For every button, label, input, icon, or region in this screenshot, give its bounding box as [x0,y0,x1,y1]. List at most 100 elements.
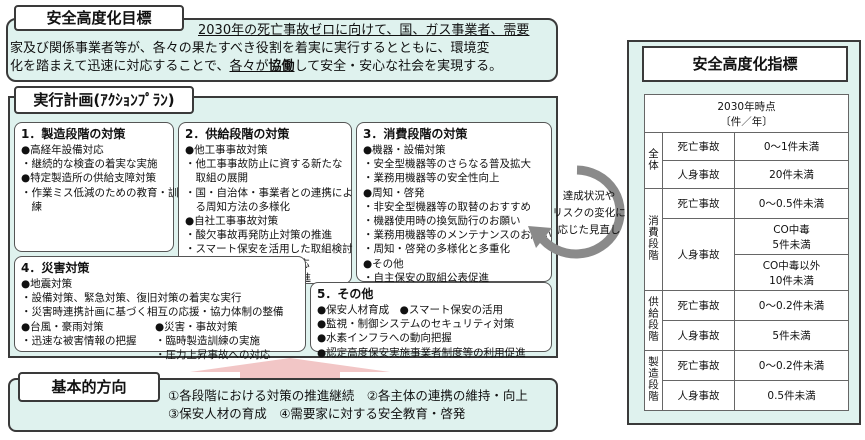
kind-cell: 人身事故 [662,160,735,189]
table-row: 人身事故 0.5件未満 [645,380,849,411]
list-item: ●台風・豪雨対策 [21,320,104,333]
list-item: ・他工事事故防止に資する新たな [185,158,343,171]
table-row: 人身事故 20件未満 [645,160,849,189]
list-item: ・圧力上昇事故への対応 [155,349,271,362]
value-cell: CO中毒以外 10件未満 [734,254,849,291]
value-cell: 0～1件未満 [734,132,849,161]
value-cell: 20件未満 [734,160,849,189]
list-item: ●水素インフラへの動向把握 [317,332,452,345]
list-item: ・災害時連携計画に基づく相互の応援・協力体制の整備 [21,306,284,319]
list-item: ●特定製造所の供給支障対策 [21,172,157,185]
cycle-line: 達成状況や [562,190,616,202]
basic-direction-line1: ①各段階における対策の推進継続 ②各主体の連携の維持・向上 [168,388,528,403]
goal-title: 安全高度化目標 [14,5,184,31]
table-row: 2030年時点 〔件／年〕 [644,94,849,133]
list-item: ・継続的な検査の着実な実施 [21,158,158,171]
review-cycle-arrow [528,165,625,259]
list-item: ●機器・設備対策 [363,144,446,156]
kind-cell: 人身事故 [662,218,735,291]
goal-line3d: して安全・安心な社会を実現する。 [294,59,503,74]
stage-cell: 消費段階 [644,188,663,291]
list-item: ・作業ミス低減のための教育・訓 [21,186,179,199]
card-manufacturing-title: 1．製造段階の対策 [21,127,126,141]
list-item: ・迅速な被害情報の把握 [21,334,137,347]
list-item: ・酸欠事故再発防止対策の推進 [185,229,332,242]
list-item: 練 [21,200,42,213]
value-cell: 0.5件未満 [734,380,849,411]
stage-cell: 製造段階 [644,350,663,411]
goal-text-line1: 2030年の死亡事故ゼロに向けて、国、ガス事業者、需要 [198,22,529,40]
stage-all: 全体 [647,147,659,171]
card-other-title: 5．その他 [317,287,374,301]
kind-cell: 人身事故 [662,380,735,411]
kind-cell: 死亡事故 [662,350,735,381]
up-arrow [190,358,390,380]
table-row: 全体 死亡事故 0～1件未満 [644,132,849,189]
card-consumer-title: 3．消費段階の対策 [363,127,468,141]
stage-consumer: 消費段階 [647,215,659,261]
card-other: 5．その他 ●保安人材育成 ●スマート保安の活用 ●監視・制御システムのセキュリ… [310,282,552,359]
card-manufacturing: 1．製造段階の対策 ●高経年設備対応 ・継続的な検査の着実な実施 ●特定製造所の… [14,122,179,252]
list-item: ●自社工事事故対策 [185,215,279,228]
list-item: ・スマート保安を活用した取組検討 [185,243,353,256]
stage-supply: 供給段階 [647,296,659,342]
list-item: ●保安人材育成 ●スマート保安の活用 [317,304,504,316]
value-co: CO中毒 [773,223,810,236]
kind-cell: 死亡事故 [662,290,735,321]
basic-direction-line2: ③保安人材の育成 ④需要家に対する安全教育・啓発 [168,406,466,421]
stage-cell: 供給段階 [644,290,663,351]
list-item: ●その他 [363,257,404,270]
list-item: ・非安全型機器等の取替のおすすめ [363,200,531,213]
card-supply-title: 2．供給段階の対策 [185,127,290,141]
stage-mfg: 製造段階 [647,356,659,402]
list-item: ・周知・啓発の多様化と多重化 [363,243,510,256]
cycle-line: リスクの変化に [552,207,626,219]
list-item: ・臨時製造訓練の実施 [155,334,260,347]
list-item: 取組の展開 [185,172,248,185]
goal-line3b: 各々が [229,59,269,74]
list-item: ●地震対策 [21,278,73,290]
list-item: ●災害・事故対策 [155,320,238,333]
value-cell: 5件未満 [734,320,849,351]
table-row: 消費段階 死亡事故 0～0.5件未満 [644,188,849,291]
indicators-table: 2030年時点 〔件／年〕 全体 死亡事故 0～1件未満 人身事故 20件未満 … [644,94,849,411]
kind-cell: 死亡事故 [662,188,735,219]
list-item: ・機器使用時の換気励行のお願い [363,215,521,228]
table-row: 人身事故 5件未満 [645,320,849,351]
value-cell: 0～0.2件未満 [734,350,849,381]
kind-cell: 死亡事故 [662,132,735,161]
header-year: 2030年時点 [717,100,776,113]
card-consumer: 3．消費段階の対策 ●機器・設備対策 ・安全型機器等のさらなる普及拡大 ・業務用… [356,122,552,284]
list-item: る周知方法の多様化 [185,200,290,213]
stage-cell: 全体 [644,132,663,189]
indicators-title: 安全高度化指標 [642,46,848,82]
value-co-count: 5件未満 [772,238,811,251]
list-item: ・自主保安の取組公表促進 [363,271,489,284]
table-header: 2030年時点 〔件／年〕 [644,94,849,133]
list-item: ・設備対策、緊急対策、復旧対策の着実な実行 [21,292,242,305]
value-cell: 0～0.5件未満 [734,188,849,219]
table-row: 製造段階 死亡事故 0～0.2件未満 [644,350,849,411]
value-nonco-count: 10件未満 [769,274,814,287]
card-disaster-title: 4．災害対策 [21,261,90,275]
header-unit: 〔件／年〕 [720,115,773,128]
table-row: CO中毒以外 10件未満 [645,254,849,291]
goal-text-line2: 家及び関係事業者等が、各々の果たすべき役割を着実に実行するとともに、環境変 [10,41,490,56]
goal-line3a: 化を踏まえて迅速に対応することで、 [10,59,230,74]
list-item: ●他工事事故対策 [185,144,268,156]
list-item: ●認定高度保安実施事業者制度等の利用促進 [317,346,526,359]
list-item: ・安全型機器等のさらなる普及拡大 [363,158,531,171]
goal-text-line3: 化を踏まえて迅速に対応することで、各々が協働して安全・安心な社会を実現する。 [10,58,502,76]
kind-cell: 人身事故 [662,320,735,351]
goal-line3c: 協働 [268,59,295,74]
cycle-line: 応じた見直し [557,224,621,236]
action-plan-title: 実行計画(ｱｸｼｮﾝﾌﾟﾗﾝ) [14,86,194,114]
basic-direction-title: 基本的方向 [18,372,160,402]
table-row: 人身事故 CO中毒 5件未満 [645,218,849,291]
list-item: ●監視・制御システムのセキュリティ対策 [317,318,515,331]
card-disaster: 4．災害対策 ●地震対策 ・設備対策、緊急対策、復旧対策の着実な実行 ・災害時連… [14,256,306,361]
review-cycle-text: 達成状況や リスクの変化に 応じた見直し [548,188,630,239]
list-item: ・業務用機器等のメンテナンスのお願い [363,229,552,242]
list-item: ・国・自治体・事業者との連携によ [185,186,353,199]
value-cell: 0～0.2件未満 [734,290,849,321]
